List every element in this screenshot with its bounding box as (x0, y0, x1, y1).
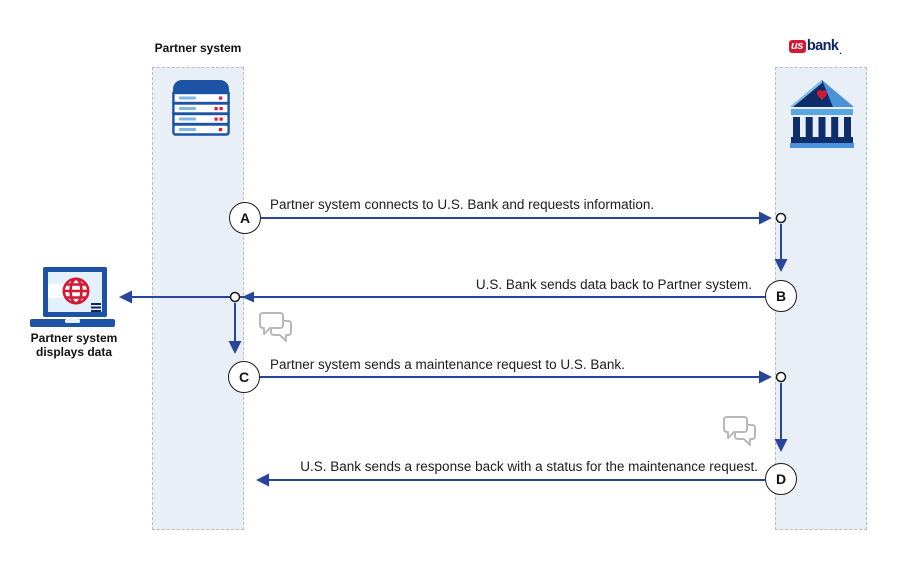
laptop-caption: Partner system displays data (19, 331, 129, 359)
bank-building-icon (790, 80, 854, 148)
step-letter-b: B (775, 288, 787, 304)
laptop-globe-icon (30, 267, 115, 327)
step-circle-c: C (228, 361, 260, 393)
step-circle-a: A (229, 202, 261, 234)
message-a: Partner system connects to U.S. Bank and… (270, 197, 655, 212)
message-d: U.S. Bank sends a response back with a s… (300, 459, 758, 474)
chat-bubbles-icon (259, 312, 292, 342)
server-icon (172, 80, 230, 136)
usbank-logo-us: us (789, 39, 806, 53)
step-circle-d: D (765, 463, 797, 495)
usbank-logo-bank: bank (806, 38, 839, 54)
step-letter-a: A (239, 210, 251, 226)
partner-system-lane (152, 67, 244, 530)
laptop-caption-line2: displays data (35, 345, 113, 359)
usbank-logo-mark: . (839, 46, 842, 56)
step-circle-b: B (765, 280, 797, 312)
message-c: Partner system sends a maintenance reque… (270, 357, 625, 372)
step-letter-c: C (238, 369, 250, 385)
chat-bubbles-icon (723, 416, 756, 446)
step-letter-d: D (775, 471, 787, 487)
partner-lane-label: Partner system (154, 41, 242, 55)
laptop-caption-line1: Partner system (30, 331, 118, 345)
message-b: U.S. Bank sends data back to Partner sys… (475, 277, 752, 292)
